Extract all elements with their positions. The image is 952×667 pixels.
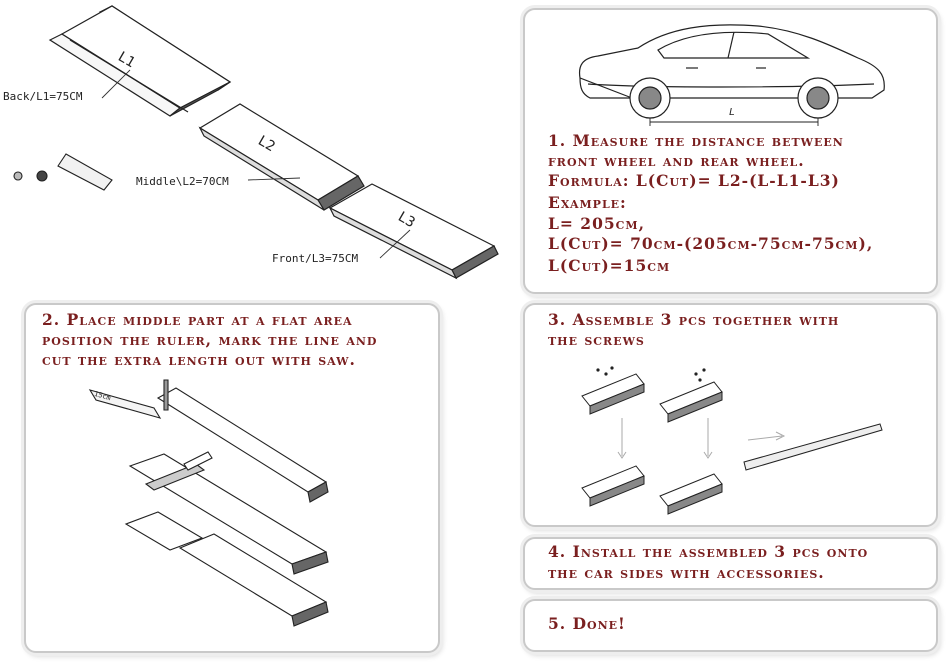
step3-panel: [523, 303, 938, 527]
step2-line-3: cut the extra length out with saw.: [42, 350, 356, 369]
back-part-label: Back/L1=75CM: [3, 90, 83, 103]
step2-line-2: position the ruler, mark the line and: [42, 330, 378, 349]
step4-panel: [523, 537, 938, 590]
assembly-illustration: [578, 366, 890, 518]
step1-line-7: L(Cut)=15cm: [548, 256, 671, 275]
step4-line-2: the car sides with accessories.: [548, 563, 825, 582]
back-piece-illustration: [0, 0, 480, 300]
step1-line-3: Formula: L(Cut)= L2-(L-L1-L3): [548, 171, 840, 190]
middle-part-label: Middle\L2=70CM: [136, 175, 229, 188]
step1-line-6: L(Cut)= 70cm-(205cm-75cm-75cm),: [548, 234, 874, 253]
step1-line-4: Example:: [548, 193, 627, 212]
step1-line-1: 1. Measure the distance between: [548, 131, 844, 150]
step1-panel: [523, 8, 938, 294]
step1-line-2: front wheel and rear wheel.: [548, 151, 805, 170]
step3-line-2: the screws: [548, 330, 645, 349]
step1-line-5: L= 205cm,: [548, 214, 645, 233]
step5-line-1: 5. Done!: [548, 614, 626, 633]
front-part-label: Front/L3=75CM: [272, 252, 359, 265]
step5-panel: [523, 599, 938, 652]
car-dimension-letter: L: [729, 107, 736, 118]
step2-line-1: 2. Place middle part at a flat area: [42, 310, 353, 329]
cutting-illustration: [80, 374, 340, 642]
step2-panel: [24, 303, 440, 653]
step4-line-1: 4. Install the assembled 3 pcs onto: [548, 542, 869, 561]
step3-line-1: 3. Assemble 3 pcs together with: [548, 310, 840, 329]
car-side-illustration: [568, 18, 896, 126]
